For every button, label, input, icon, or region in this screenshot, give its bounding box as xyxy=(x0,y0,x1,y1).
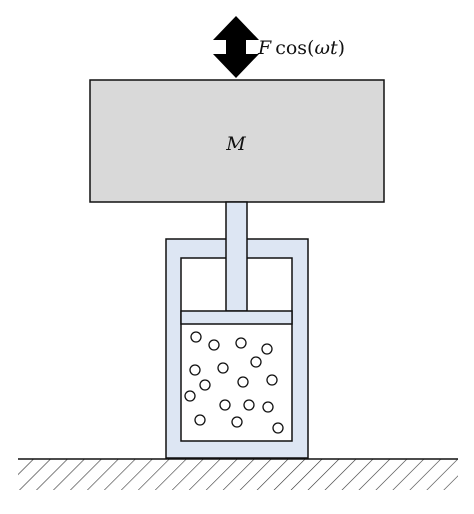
particle xyxy=(208,339,220,351)
ground-icon xyxy=(18,458,458,490)
force-arrow-icon xyxy=(213,16,259,78)
particle xyxy=(184,390,196,402)
fluid-particles xyxy=(184,331,284,434)
particle xyxy=(262,401,274,413)
particle xyxy=(189,364,201,376)
particle xyxy=(235,337,247,349)
mass-block xyxy=(89,79,385,203)
particle xyxy=(243,399,255,411)
particle xyxy=(194,414,206,426)
particle xyxy=(190,331,202,343)
mass-label: M xyxy=(225,133,246,155)
particle xyxy=(272,422,284,434)
particle xyxy=(250,356,262,368)
piston-rod xyxy=(225,201,248,312)
particle xyxy=(217,362,229,374)
particle xyxy=(261,343,273,355)
particle xyxy=(199,379,211,391)
particle xyxy=(231,416,243,428)
piston-head xyxy=(180,310,293,325)
particle xyxy=(219,399,231,411)
particle xyxy=(266,374,278,386)
particle xyxy=(237,376,249,388)
